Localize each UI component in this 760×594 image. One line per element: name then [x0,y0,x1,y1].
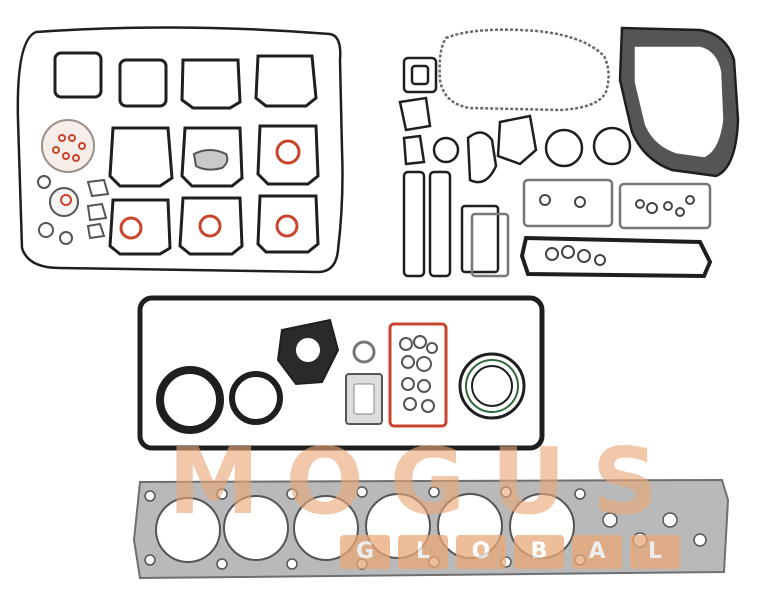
upper-gasket-set [398,26,740,279]
watermark-letter-b: B [514,535,564,569]
cover-gasket-8 [108,198,172,256]
watermark-letter-o: O [456,535,506,569]
cover-gasket-9 [178,196,244,256]
water-pump-gasket [466,131,498,184]
watermark-letter-l: L [398,535,448,569]
tray-orings [399,335,438,413]
thermostat-gasket [398,96,432,132]
upper-orings [539,194,695,266]
cover-gasket-10 [256,194,320,254]
cover-orings-red [119,139,301,240]
exhaust-gasket-square [402,56,438,94]
valve-cover-gasket-set [16,26,344,274]
egr-gasket-1 [402,134,426,166]
cover-gasket-4 [254,54,318,108]
lower-gasket-set [137,295,545,451]
seal-ring-2 [544,128,584,168]
intake-gasket-col-1 [402,170,426,278]
seal-ring-1 [432,136,460,164]
cylinder-bore-2 [223,495,289,561]
watermark-letter-l2: L [630,535,680,569]
cover-gasket-7 [256,124,320,186]
crankshaft-seal-front [229,371,283,425]
cover-gasket-5 [108,126,174,188]
oil-pan-gasket [137,295,545,451]
oil-pan-gasket-thin [438,28,610,112]
watermark-letter-g: G [340,535,390,569]
manifold-gasket-2 [470,212,510,278]
cover-gasket-6 [180,126,244,188]
cover-gasket-2 [118,58,168,108]
manifold-gasket-1 [460,204,500,274]
watermark-subtitle: G L O B A L [340,535,680,569]
watermark-letter-a: A [572,535,622,569]
oil-cooler-gasket-black [519,235,713,279]
intake-gasket-col-2 [428,170,452,278]
red-oring-tray [388,322,448,428]
lower-oring-bundle [458,352,526,420]
watermark-brand: MOGUS [168,428,685,535]
cover-gasket-3 [180,58,242,110]
cover-gasket-1 [53,51,103,99]
valve-cover-frame-gasket [16,26,344,274]
turbo-gasket-small [192,149,229,171]
fuel-pump-gasket [496,114,538,166]
small-seal-mid [352,340,376,364]
crankshaft-seal-rear [156,366,224,434]
seal-ring-3 [592,126,632,166]
oil-cooler-gasket-1 [522,178,614,228]
cylinder-bore-1 [155,497,221,563]
small-seal-set-left [37,119,110,245]
oil-cooler-gasket-2 [618,182,712,230]
